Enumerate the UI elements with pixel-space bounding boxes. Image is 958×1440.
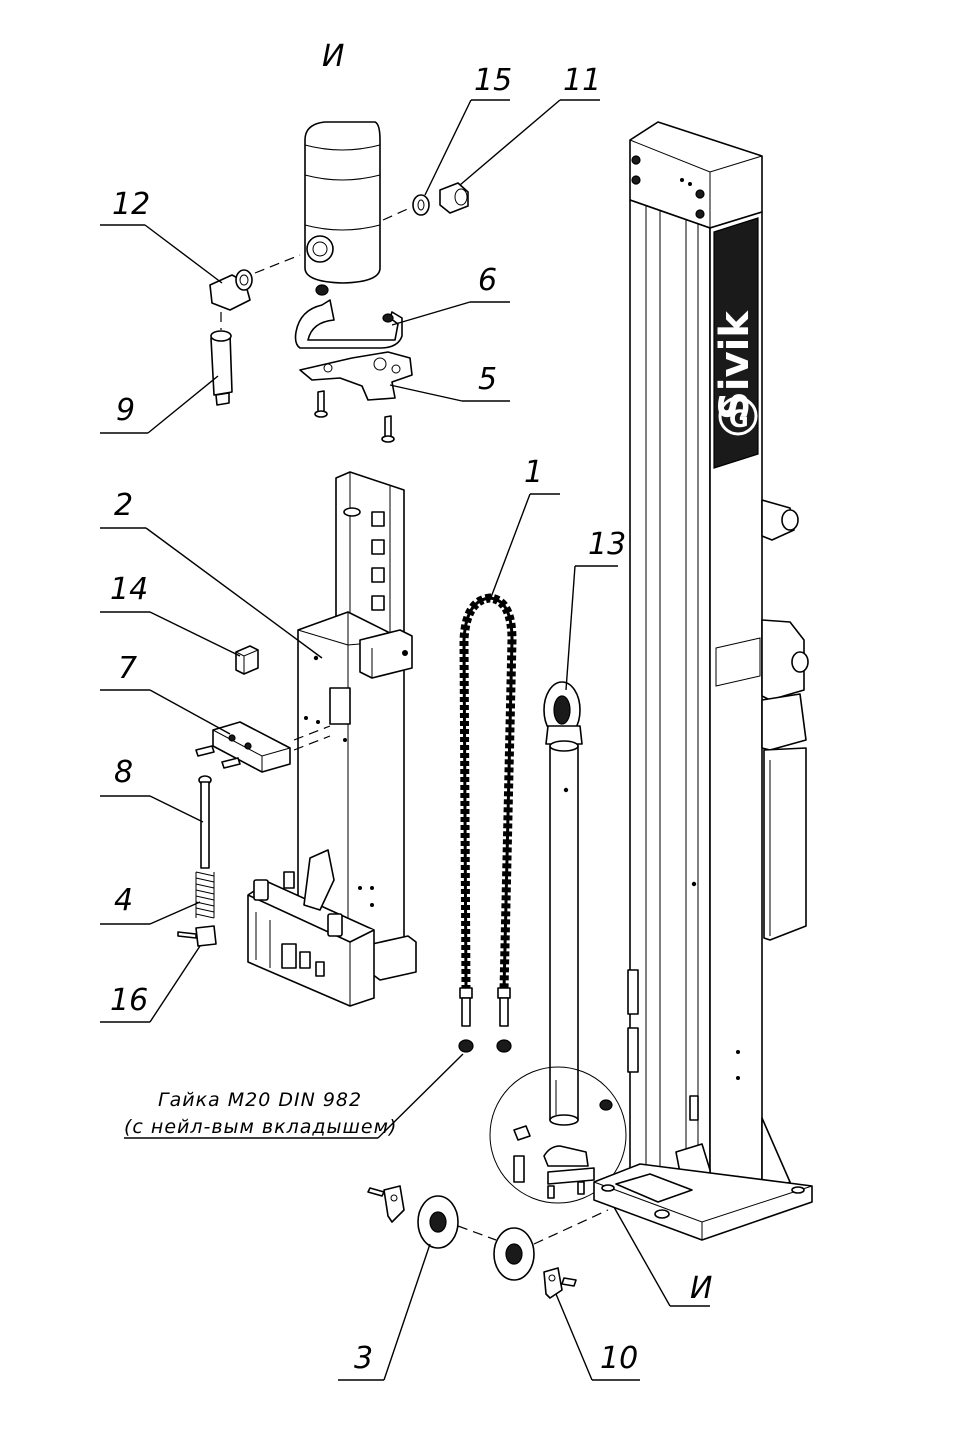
leader-9 — [147, 375, 219, 434]
callout-15: 15 — [474, 63, 512, 98]
slider-block-part-14 — [235, 645, 259, 675]
leader-8 — [149, 795, 204, 823]
leader-14 — [149, 611, 241, 657]
leader-16 — [149, 945, 201, 1023]
leader-detail-I — [609, 1199, 671, 1307]
leader-1 — [489, 493, 531, 601]
spring-part-4 — [195, 871, 215, 919]
detail-marker-bottom: И — [690, 1271, 712, 1306]
callout-5: 5 — [478, 362, 497, 397]
callout-16: 16 — [110, 983, 148, 1018]
mount-plate-part-5 — [299, 351, 413, 443]
mount-bracket-part-6 — [294, 284, 403, 349]
fitting-part-11 — [439, 182, 469, 214]
leader-3 — [383, 1243, 431, 1381]
leader-15 — [424, 99, 472, 196]
hydraulic-cylinder-part-13 — [543, 681, 583, 1126]
callout-3: 3 — [354, 1341, 373, 1376]
leader-4 — [149, 901, 201, 925]
detail-marker-top: И — [322, 39, 344, 74]
callout-14: 14 — [110, 572, 148, 607]
leader-2 — [145, 527, 323, 659]
leader-5 — [389, 384, 463, 402]
nut-note-line2: (с нейл-вым вкладышем) — [124, 1116, 397, 1138]
callout-12: 12 — [112, 187, 150, 222]
callout-2: 2 — [114, 488, 133, 523]
callout-10: 10 — [600, 1341, 638, 1376]
detail-circle-I — [489, 1066, 627, 1204]
lift-column: Sivik G — [593, 121, 813, 1241]
leader-10 — [555, 1293, 593, 1381]
callout-11: 11 — [563, 63, 601, 98]
callout-4: 4 — [114, 883, 133, 918]
leader-7 — [149, 689, 231, 735]
elbow-fitting-part-12 — [209, 269, 253, 311]
bracket-part-10 — [367, 1185, 577, 1299]
washer-part-15 — [412, 194, 430, 216]
chain-part-1 — [458, 593, 517, 1053]
leader-6 — [391, 301, 471, 326]
callout-9: 9 — [116, 393, 135, 428]
adapter-part-9 — [210, 330, 233, 406]
pulley-part-3 — [417, 1195, 535, 1281]
callout-8: 8 — [114, 755, 133, 790]
pin-part-8 — [198, 775, 212, 869]
lock-strip-part-7 — [195, 721, 291, 773]
callout-13: 13 — [588, 527, 626, 562]
nut-note-line1: Гайка М20 DIN 982 — [158, 1089, 362, 1111]
leader-12 — [144, 224, 223, 284]
leader-13 — [565, 565, 576, 691]
leader-11 — [459, 99, 561, 186]
brand-logo-mark: G — [729, 405, 749, 433]
knob-part-16 — [177, 925, 217, 947]
nut-note-leader — [377, 1053, 464, 1139]
carriage-part-2 — [247, 471, 417, 1007]
callout-6: 6 — [478, 263, 497, 298]
callout-7: 7 — [118, 651, 137, 686]
callout-1: 1 — [524, 455, 543, 490]
hydraulic-tank — [304, 121, 381, 284]
